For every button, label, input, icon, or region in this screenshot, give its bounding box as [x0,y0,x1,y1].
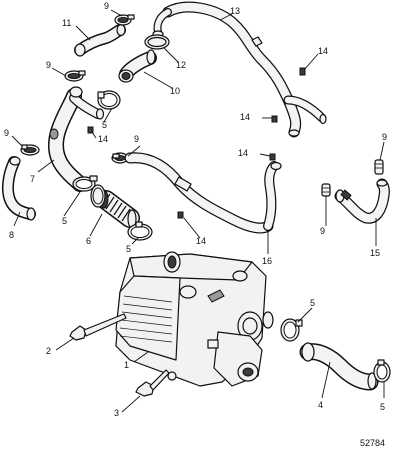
callout-8: 8 [9,230,14,240]
clamp-9-far-left [20,144,40,156]
callout-7: 7 [30,174,35,184]
hose-10 [118,49,157,83]
callout-14-b: 14 [240,112,250,122]
callout-16: 16 [262,256,272,266]
callout-9-e: 9 [320,226,325,236]
hose-8 [1,156,36,221]
callout-5-a: 5 [102,120,107,130]
hose-clamp-5-left-mid [72,175,98,192]
callout-2: 2 [46,346,51,356]
hose-clamp-5-lower-left [90,184,106,208]
hose-13 [152,1,327,138]
screw-14-b [271,115,278,123]
callout-14-a: 14 [318,46,328,56]
callout-14-e: 14 [196,236,206,246]
bolt-2 [69,313,127,341]
hose-clamp-5-lower-right [127,221,153,241]
hose-clamp-5-right-lower [373,359,391,383]
callout-5-c: 5 [126,244,131,254]
callout-9-d: 9 [134,134,139,144]
bolt-3 [135,369,170,397]
hose-4 [299,342,379,391]
callout-15: 15 [370,248,380,258]
callout-9-b: 9 [46,60,51,70]
hose-clamp-5-upper [97,90,121,110]
leader-lines [11,9,385,413]
callout-14-d: 14 [238,148,248,158]
hose-15 [334,178,390,224]
callout-9-f: 9 [382,132,387,142]
callout-11: 11 [62,18,71,28]
callout-5-d: 5 [310,298,315,308]
hose-7 [48,86,105,192]
screw-14-d [269,153,276,161]
fitting-9-right-upper [374,159,384,175]
callout-14-c: 14 [98,134,108,144]
callout-6: 6 [86,236,91,246]
figure-number: 52784 [360,438,385,448]
callout-3: 3 [114,408,119,418]
hose-11 [74,23,126,57]
callout-labels: 1 2 3 4 5 5 5 5 5 6 7 8 9 9 9 9 9 9 10 1… [4,1,387,418]
callout-9-c: 9 [4,128,9,138]
clamp-9-left-upper [64,70,86,82]
clamp-9-top [114,14,135,26]
screw-14-a [299,67,306,76]
callout-5-b: 5 [62,216,67,226]
heat-exchanger-1 [115,251,274,387]
clamp-9-center [111,152,129,164]
callout-9-a: 9 [104,1,109,11]
callout-4: 4 [318,400,323,410]
callout-13: 13 [230,6,240,16]
fitting-9-right-small [321,183,331,197]
callout-1: 1 [124,360,129,370]
callout-12: 12 [176,60,186,70]
hose-16 [124,152,282,234]
hose-clamp-5-right-upper [280,318,303,342]
hose-clamp-12 [144,34,170,50]
screw-14-c [87,126,94,134]
screw-14-e [177,211,184,219]
callout-10: 10 [170,86,180,96]
callout-5-e: 5 [380,402,385,412]
